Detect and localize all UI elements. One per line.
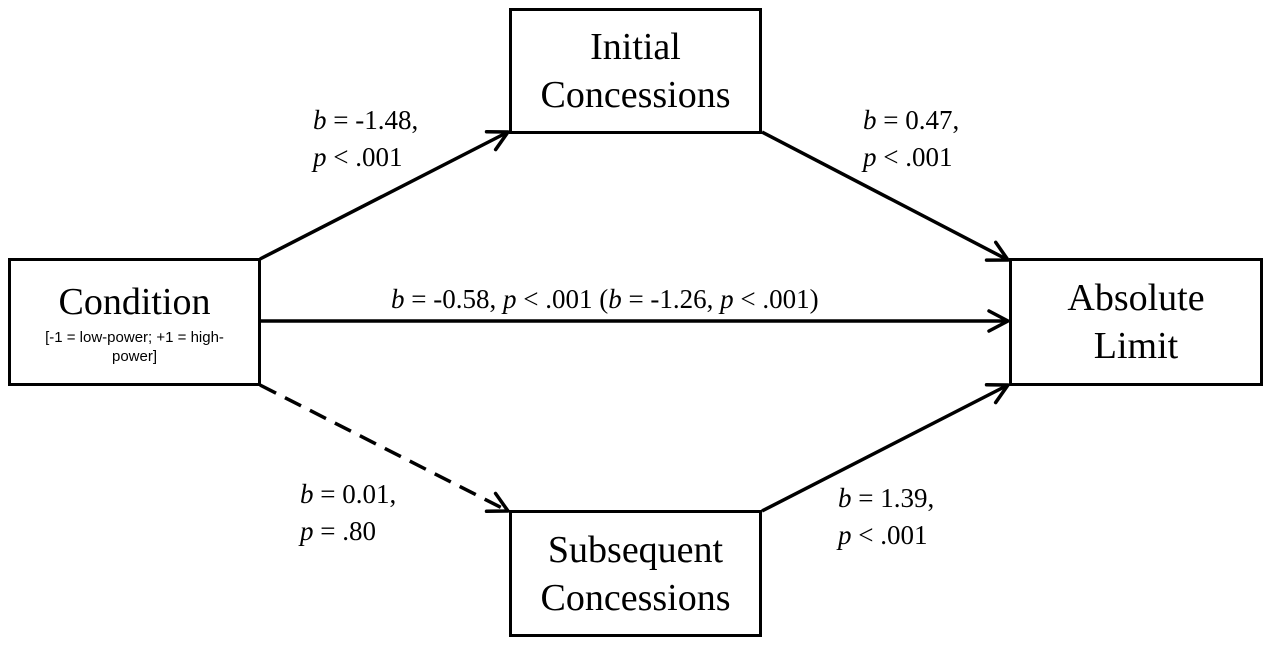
node-condition-title: Condition xyxy=(58,281,211,323)
node-initial-concessions: Initial Concessions xyxy=(509,8,762,134)
path-direct-text: b = -0.58, p < .001 (b = -1.26, p < .001… xyxy=(391,281,819,318)
path-a2-p-value: = .80 xyxy=(313,516,376,546)
node-condition-coding: [-1 = low-power; +1 = high- power] xyxy=(45,328,224,366)
node-subsequent-concessions-title: Subsequent Concessions xyxy=(541,526,731,622)
path-b1-b-symbol: b xyxy=(863,105,877,135)
path-a1-coef: b = -1.48, xyxy=(313,102,418,139)
path-direct-b-symbol: b xyxy=(391,284,405,314)
node-absolute-limit-title: Absolute Limit xyxy=(1067,274,1204,370)
path-a1-p-value: < .001 xyxy=(326,142,403,172)
node-absolute-line2: Limit xyxy=(1093,325,1179,367)
path-a2-p-symbol: p xyxy=(300,516,314,546)
arrow-condition-to-initial xyxy=(259,130,510,261)
path-total-p-value: < .001) xyxy=(733,284,819,314)
path-direct-p-value: < .001 ( xyxy=(516,284,609,314)
path-a1-p-symbol: p xyxy=(313,142,327,172)
path-b1-p-symbol: p xyxy=(863,142,877,172)
node-initial-line2: Concessions xyxy=(540,74,731,116)
node-subsequent-line2: Concessions xyxy=(540,576,731,619)
node-subsequent-line1: Subsequent xyxy=(547,528,724,571)
path-b1-pvalue: p < .001 xyxy=(863,139,959,176)
node-condition: Condition [-1 = low-power; +1 = high- po… xyxy=(8,258,261,386)
path-total-b-value: = -1.26, xyxy=(621,284,721,314)
node-condition-coding-line1: [-1 = low-power; +1 = high- xyxy=(45,329,224,346)
path-direct-p-symbol: p xyxy=(502,284,517,314)
path-b2-b-value: = 1.39, xyxy=(851,483,935,513)
path-b2-label: b = 1.39, p < .001 xyxy=(838,480,934,554)
node-absolute-line1: Absolute xyxy=(1067,277,1205,319)
path-b1-label: b = 0.47, p < .001 xyxy=(863,102,959,176)
path-a1-b-value: = -1.48, xyxy=(326,105,419,135)
path-a1-label: b = -1.48, p < .001 xyxy=(313,102,418,176)
path-a2-b-value: = 0.01, xyxy=(313,479,397,509)
path-total-b-symbol: b xyxy=(608,284,622,314)
arrow-subsequent-to-absolute xyxy=(761,383,1010,513)
path-total-p-symbol: p xyxy=(720,284,734,314)
path-a1-pvalue: p < .001 xyxy=(313,139,418,176)
node-subsequent-concessions: Subsequent Concessions xyxy=(509,510,762,637)
path-b2-p-symbol: p xyxy=(838,520,852,550)
path-b1-coef: b = 0.47, xyxy=(863,102,959,139)
arrow-initial-to-absolute xyxy=(761,130,1010,262)
node-initial-concessions-title: Initial Concessions xyxy=(541,23,731,119)
path-b2-pvalue: p < .001 xyxy=(838,517,934,554)
path-a2-coef: b = 0.01, xyxy=(300,476,396,513)
path-a1-b-symbol: b xyxy=(313,105,327,135)
node-condition-coding-line2: power] xyxy=(111,348,158,365)
path-direct-b-value: = -0.58, xyxy=(404,284,503,314)
path-a2-label: b = 0.01, p = .80 xyxy=(300,476,396,550)
node-initial-line1: Initial xyxy=(590,26,681,68)
arrow-condition-to-subsequent xyxy=(259,383,510,514)
path-b2-b-symbol: b xyxy=(838,483,852,513)
node-absolute-limit: Absolute Limit xyxy=(1009,258,1263,386)
path-b2-p-value: < .001 xyxy=(851,520,928,550)
path-b2-coef: b = 1.39, xyxy=(838,480,934,517)
path-a2-pvalue: p = .80 xyxy=(300,513,396,550)
path-b1-p-value: < .001 xyxy=(876,142,953,172)
path-direct-label: b = -0.58, p < .001 (b = -1.26, p < .001… xyxy=(391,281,819,318)
path-b1-b-value: = 0.47, xyxy=(876,105,960,135)
path-a2-b-symbol: b xyxy=(300,479,314,509)
